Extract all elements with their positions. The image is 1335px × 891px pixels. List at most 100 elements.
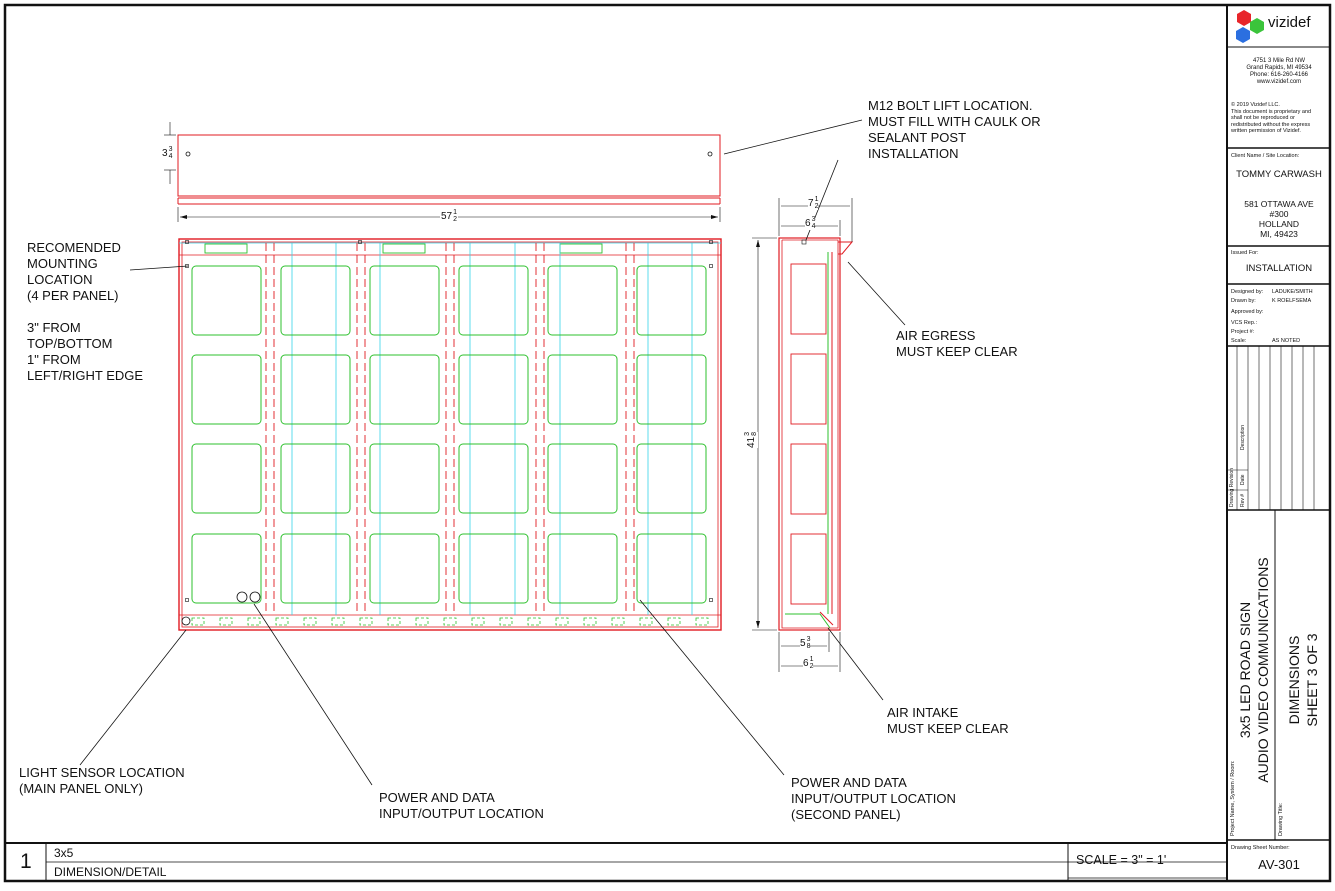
- mounting-note: RECOMENDED MOUNTING LOCATION (4 PER PANE…: [27, 240, 144, 383]
- led-module: [458, 354, 529, 425]
- led-module: [280, 443, 351, 514]
- led-module: [636, 443, 707, 514]
- vent-slot: [331, 617, 345, 626]
- led-module: [547, 443, 618, 514]
- revisions-label: Drawing Revision: [1229, 468, 1235, 507]
- company-address: 4751 3 Mile Rd NW Grand Rapids, MI 49534…: [1246, 58, 1312, 85]
- vent-slot: [303, 617, 317, 626]
- sheet-border: [3, 3, 1332, 883]
- drawing-title: DIMENSIONS SHEET 3 OF 3: [1286, 633, 1320, 727]
- date-label: Date: [1240, 474, 1246, 485]
- front-view: [178, 238, 722, 631]
- led-module: [280, 354, 351, 425]
- rev-label: Rev #: [1240, 493, 1246, 507]
- side-view-body: [778, 237, 841, 631]
- project-name: 3x5 LED ROAD SIGN AUDIO VIDEO COMMUNICAT…: [1237, 557, 1271, 783]
- led-module: [191, 265, 262, 336]
- led-module: [547, 533, 618, 604]
- vent-slot: [639, 617, 653, 626]
- bolt-lift-note: M12 BOLT LIFT LOCATION. MUST FILL WITH C…: [868, 98, 1041, 161]
- mounting-point: [709, 240, 713, 244]
- company-name: vizidef: [1268, 14, 1311, 31]
- mounting-point: [358, 240, 362, 244]
- client-address: 581 OTTAWA AVE #300 HOLLAND MI, 49423: [1244, 199, 1314, 239]
- vizidef-logo-icon: [1236, 10, 1264, 43]
- led-module: [191, 354, 262, 425]
- detail-name: 3x5: [54, 846, 74, 860]
- title-block-grid: [1227, 46, 1330, 841]
- led-module: [458, 265, 529, 336]
- vent-slot: [359, 617, 373, 626]
- vent-slot: [499, 617, 513, 626]
- approved-label: Approved by:: [1231, 309, 1264, 315]
- scale-value: AS NOTED: [1272, 338, 1301, 344]
- power-data-main-note: POWER AND DATA INPUT/OUTPUT LOCATION: [379, 790, 544, 821]
- led-module: [280, 265, 351, 336]
- led-module: [636, 265, 707, 336]
- light-sensor-note: LIGHT SENSOR LOCATION (MAIN PANEL ONLY): [19, 765, 185, 796]
- mounting-point: [709, 598, 713, 602]
- drawing-title-label: Drawing Title:: [1278, 802, 1284, 836]
- designed-by: LADUKE/SMITH: [1272, 289, 1313, 295]
- vent-slot: [527, 617, 541, 626]
- vent-slot: [275, 617, 289, 626]
- top-view-body: [177, 134, 721, 197]
- vent-slot: [415, 617, 429, 626]
- top-tab: [559, 243, 603, 254]
- led-module: [636, 354, 707, 425]
- designed-label: Designed by:: [1231, 289, 1264, 295]
- vent-slot: [583, 617, 597, 626]
- led-module: [369, 265, 440, 336]
- issued-for: INSTALLATION: [1245, 263, 1313, 274]
- client-label: Client Name / Site Location:: [1231, 153, 1300, 159]
- data-connector: [249, 591, 261, 603]
- detail-desc: DIMENSION/DETAIL: [54, 865, 167, 879]
- leader-lines: [79, 119, 906, 786]
- vent-slot: [667, 617, 681, 626]
- client-name: TOMMY CARWASH: [1236, 169, 1322, 180]
- led-module: [636, 533, 707, 604]
- issued-label: Issued For:: [1231, 250, 1259, 256]
- air-egress-note: AIR EGRESS MUST KEEP CLEAR: [896, 328, 1018, 359]
- vent-slot: [191, 617, 205, 626]
- front-view-inner-frame: [181, 241, 719, 628]
- side-view: [752, 198, 854, 672]
- front-view-frame: [178, 238, 722, 631]
- vent-slot: [695, 617, 709, 626]
- vent-slot: [443, 617, 457, 626]
- light-sensor: [181, 616, 191, 626]
- power-connector: [236, 591, 248, 603]
- mounting-point: [709, 264, 713, 268]
- detail-number: 1: [20, 850, 32, 873]
- mounting-point: [185, 598, 189, 602]
- led-module: [458, 443, 529, 514]
- led-module: [369, 443, 440, 514]
- mounting-point: [185, 240, 189, 244]
- scale-label: Scale:: [1231, 338, 1247, 344]
- led-module: [547, 265, 618, 336]
- top-view: [164, 122, 721, 222]
- vent-slot: [247, 617, 261, 626]
- led-module: [369, 533, 440, 604]
- sheet-number: AV-301: [1258, 857, 1300, 872]
- led-module: [369, 354, 440, 425]
- vent-slot: [219, 617, 233, 626]
- drawn-by: K ROELFSEMA: [1272, 298, 1312, 304]
- top-tab: [382, 243, 426, 254]
- drawing-scale: SCALE = 3" = 1': [1076, 853, 1167, 867]
- description-label: Description: [1240, 424, 1246, 450]
- project-no-label: Project #:: [1231, 329, 1255, 335]
- sheet-number-label: Drawing Sheet Number:: [1231, 845, 1290, 851]
- led-module: [191, 443, 262, 514]
- power-data-second-note: POWER AND DATA INPUT/OUTPUT LOCATION (SE…: [791, 775, 956, 822]
- vent-slot: [387, 617, 401, 626]
- led-module: [458, 533, 529, 604]
